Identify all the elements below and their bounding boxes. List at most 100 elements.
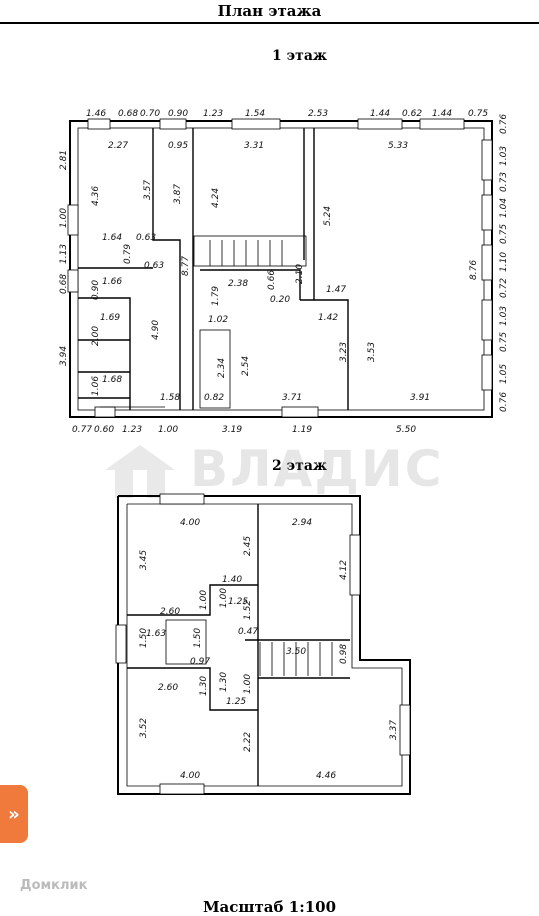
dim-label: 4.00 <box>180 771 200 781</box>
dim-label: 3.91 <box>410 393 430 403</box>
dim-label: 2.45 <box>243 536 253 556</box>
dim-label: 1.19 <box>292 425 312 435</box>
floor-1-outer-wall <box>69 120 493 418</box>
dim-label: 0.90 <box>91 280 101 300</box>
dim-label: 0.79 <box>123 244 133 264</box>
dim-label: 3.71 <box>282 393 302 403</box>
window <box>481 194 493 231</box>
dim-label: 1.23 <box>122 425 142 435</box>
dim-label: 1.44 <box>432 109 452 119</box>
floor-2-label: 2 этаж <box>272 458 328 474</box>
window <box>159 118 187 130</box>
dim-label: 1.47 <box>326 285 346 295</box>
dim-label: 1.00 <box>243 674 253 694</box>
dim-label: 1.25 <box>226 697 246 707</box>
dim-label: 2.27 <box>108 141 128 151</box>
floor-1-dimensions: 1.46 0.68 0.70 0.90 1.23 1.54 2.53 1.44 … <box>59 109 509 435</box>
floor-1-label: 1 этаж <box>272 48 328 64</box>
floor-1-plan <box>67 118 493 418</box>
window <box>231 118 281 130</box>
dim-label: 1.10 <box>499 252 509 272</box>
dim-label: 1.52 <box>243 600 253 620</box>
dim-label: 0.77 <box>72 425 92 435</box>
dim-label: 2.53 <box>308 109 328 119</box>
window <box>281 406 319 418</box>
dim-label: 1.58 <box>160 393 180 403</box>
dim-label: 0.90 <box>168 109 188 119</box>
dim-label: 1.03 <box>499 146 509 166</box>
dim-label: 2.81 <box>59 150 69 170</box>
dim-label: 2.60 <box>158 683 178 693</box>
dim-label: 1.79 <box>211 286 221 306</box>
dim-label: 1.00 <box>59 208 69 228</box>
dim-label: 0.68 <box>59 274 69 294</box>
dim-label: 3.50 <box>286 647 306 657</box>
dim-label: 1.06 <box>91 376 101 396</box>
dim-label: 4.90 <box>151 320 161 340</box>
dim-label: 1.05 <box>499 364 509 384</box>
dim-label: 1.63 <box>146 629 166 639</box>
dim-label: 0.47 <box>238 627 258 637</box>
dim-label: 0.66 <box>267 270 277 290</box>
dim-label: 2.34 <box>217 358 227 378</box>
dim-label: 1.54 <box>245 109 265 119</box>
window <box>67 204 79 236</box>
dim-label: 1.23 <box>203 109 223 119</box>
dim-label: 0.68 <box>118 109 138 119</box>
dim-label: 2.00 <box>91 326 101 346</box>
dim-label: 5.50 <box>396 425 416 435</box>
floor-1-inner-wall <box>77 127 485 411</box>
window <box>349 534 361 596</box>
dim-label: 1.04 <box>499 198 509 218</box>
dim-label: 0.75 <box>499 224 509 244</box>
dim-label: 1.03 <box>499 306 509 326</box>
dim-label: 0.75 <box>499 332 509 352</box>
dim-label: 4.12 <box>339 560 349 580</box>
dim-label: 4.24 <box>211 188 221 208</box>
dim-label: 1.40 <box>222 575 242 585</box>
window <box>357 118 403 130</box>
window <box>419 118 465 130</box>
dim-label: 0.98 <box>339 644 349 664</box>
dim-label: 4.00 <box>180 518 200 528</box>
dim-label: 0.97 <box>190 657 210 667</box>
window <box>481 244 493 281</box>
watermark-house-icon <box>105 445 175 498</box>
dim-label: 1.00 <box>158 425 178 435</box>
expand-panel-button[interactable]: » <box>0 785 28 843</box>
dim-label: 2.94 <box>292 518 312 528</box>
dim-label: 1.44 <box>370 109 390 119</box>
dim-label: 1.46 <box>86 109 106 119</box>
window <box>94 406 116 418</box>
dim-label: 3.23 <box>339 342 349 362</box>
watermark: ВЛАДИС <box>100 440 460 500</box>
dim-label: 0.63 <box>136 233 156 243</box>
floor-2-plan <box>115 493 411 795</box>
page-title: План этажа <box>217 2 322 20</box>
window <box>115 624 127 664</box>
window <box>159 493 205 505</box>
window <box>481 139 493 181</box>
dim-label: 3.31 <box>244 141 264 151</box>
domclick-logo: Домклик <box>20 878 87 893</box>
dim-label: 1.64 <box>102 233 122 243</box>
dim-label: 1.68 <box>102 375 122 385</box>
dim-label: 1.00 <box>219 588 229 608</box>
dim-label: 1.50 <box>139 628 149 648</box>
dim-label: 0.20 <box>270 295 290 305</box>
dim-label: 0.75 <box>468 109 488 119</box>
dim-label: 3.53 <box>367 342 377 362</box>
floor-2-outer-wall <box>117 495 411 795</box>
dim-label: 2.38 <box>228 279 248 289</box>
scale-label: Масштаб 1:100 <box>202 898 337 916</box>
dim-label: 5.24 <box>323 206 333 226</box>
dim-label: 2.60 <box>160 607 180 617</box>
wall <box>152 128 181 410</box>
double-chevron-right-icon: » <box>8 803 20 825</box>
watermark-text: ВЛАДИС <box>190 440 444 498</box>
dim-label: 1.50 <box>193 628 203 648</box>
dim-label: 2.10 <box>295 264 305 284</box>
dim-label: 1.30 <box>219 672 229 692</box>
dim-label: 4.36 <box>91 186 101 206</box>
